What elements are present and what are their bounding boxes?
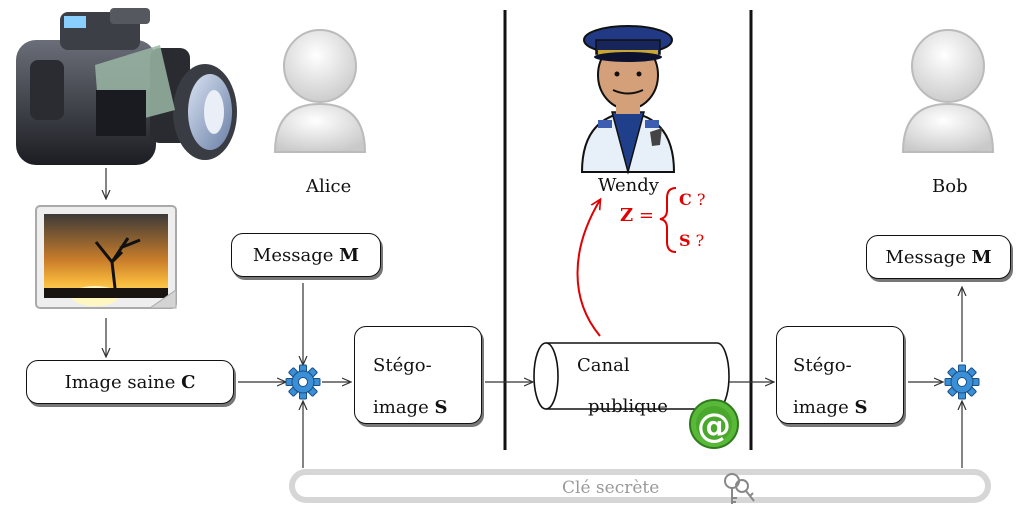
- camera-icon: [16, 8, 237, 165]
- cover-image-symbol: C: [181, 371, 196, 393]
- stego-left-line1: Stégo-: [373, 355, 432, 376]
- channel-label-line2: publique: [588, 396, 668, 417]
- message-right-label: Message: [885, 246, 966, 268]
- embed-gear-icon: [285, 364, 321, 400]
- cover-image-label: Image saine: [64, 371, 176, 393]
- warden-brace: [659, 187, 677, 253]
- keys-icon: [724, 473, 755, 504]
- bob-label: Bob: [932, 176, 968, 197]
- channel-label-line1: Canal: [577, 355, 630, 376]
- extract-gear-icon: [944, 364, 980, 400]
- message-right-node: Message M: [866, 235, 1011, 279]
- bob-avatar-icon: [901, 29, 995, 153]
- warden-test-option-cover: C ?: [679, 190, 706, 209]
- at-sign-badge-icon: @: [689, 399, 739, 449]
- alice-label: Alice: [306, 176, 352, 197]
- message-left-label: Message: [252, 244, 334, 266]
- channel-cylinder-shape: [533, 342, 730, 410]
- stego-right-node: Stégo- image S: [776, 326, 904, 424]
- svg-text:@: @: [697, 406, 731, 446]
- alice-avatar-icon: [273, 29, 367, 153]
- message-right-symbol: M: [971, 246, 992, 268]
- stego-right-line2: image: [793, 397, 849, 418]
- message-left-symbol: M: [339, 244, 360, 266]
- stego-right-symbol: S: [854, 397, 868, 418]
- secret-key-label: Clé secrète: [562, 478, 660, 498]
- warden-police-icon: [580, 25, 676, 175]
- message-left-node: Message M: [231, 233, 381, 277]
- wendy-label: Wendy: [598, 175, 659, 196]
- picture-icon: [35, 205, 177, 309]
- stego-left-node: Stégo- image S: [354, 326, 482, 424]
- warden-test-var: Z =: [620, 205, 654, 226]
- cover-image-node: Image saine C: [26, 360, 234, 404]
- stego-left-line2: image: [373, 397, 429, 418]
- secret-key-bar: [289, 469, 991, 503]
- stego-left-symbol: S: [434, 397, 448, 418]
- stego-right-line1: Stégo-: [793, 355, 852, 376]
- warden-test-option-stego: S ?: [679, 231, 705, 250]
- arrow-channel-to-warden: [576, 200, 601, 337]
